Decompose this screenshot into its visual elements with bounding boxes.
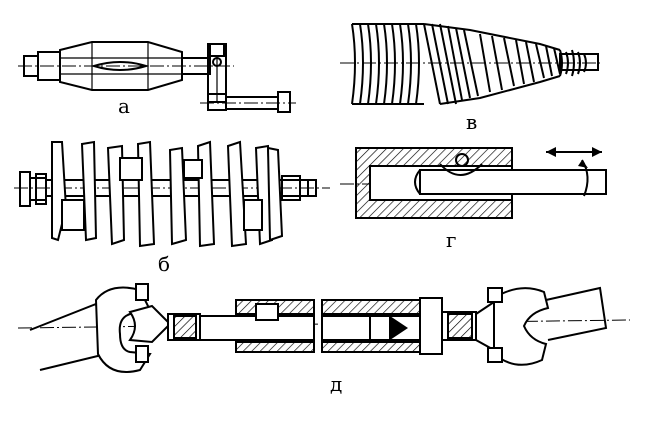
label-g: г xyxy=(446,228,457,252)
label-d: д xyxy=(330,372,343,396)
drawing-a-shaft-with-crank xyxy=(18,41,296,113)
drawing-g-sleeve-section xyxy=(340,147,607,219)
drawing-v-spring-coil xyxy=(340,23,600,105)
label-b: б xyxy=(158,252,171,276)
label-a: а xyxy=(118,94,130,118)
drawing-b-crankshaft xyxy=(14,140,330,248)
drawing-d-cardan-shaft xyxy=(17,283,631,373)
label-v: в xyxy=(466,110,478,134)
